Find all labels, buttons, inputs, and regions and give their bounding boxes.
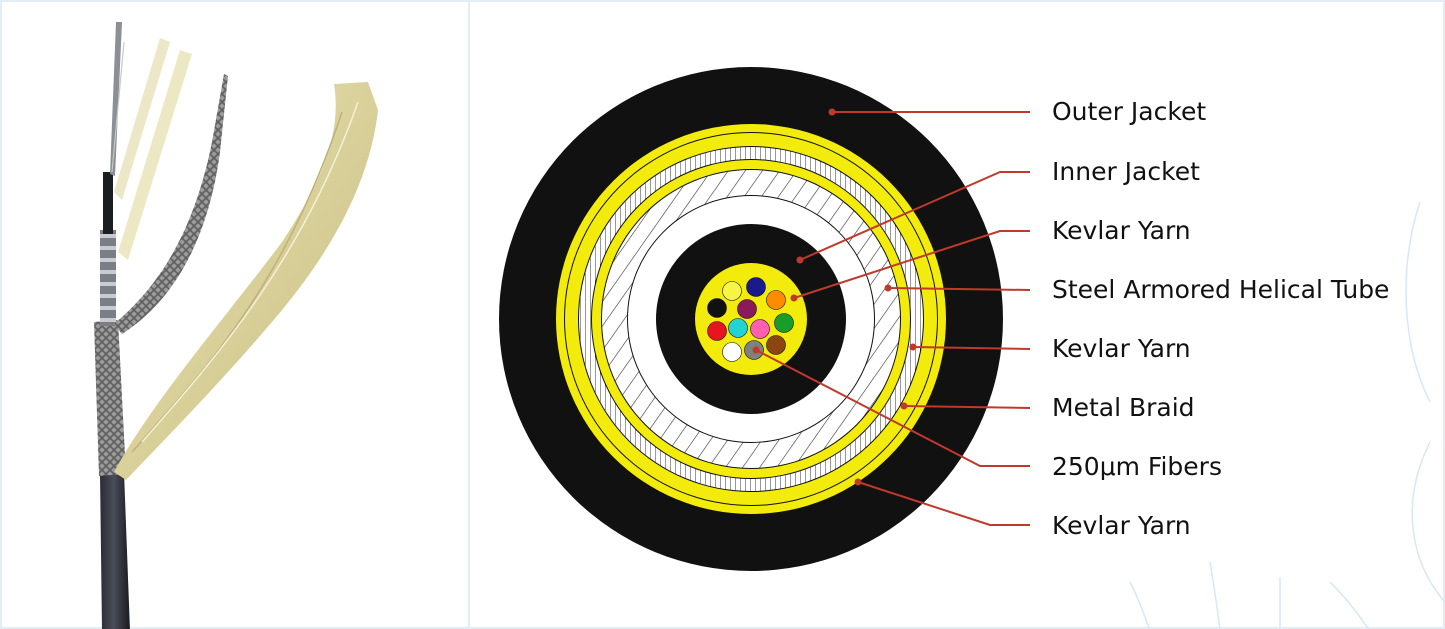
fiber xyxy=(767,336,786,355)
fiber xyxy=(738,300,757,319)
cross-section-panel: Outer Jacket Inner Jacket Kevlar Yarn St… xyxy=(470,0,1445,629)
cross-section-diagram: Outer Jacket Inner Jacket Kevlar Yarn St… xyxy=(470,2,1445,629)
photo-outer-jacket xyxy=(100,472,130,629)
photo-fibers xyxy=(110,22,122,176)
leader-dot xyxy=(910,344,917,351)
fiber xyxy=(708,322,727,341)
label-kevlar-yarn-2: Kevlar Yarn xyxy=(1052,334,1191,363)
label-kevlar-yarn-1: Kevlar Yarn xyxy=(1052,216,1191,245)
fiber xyxy=(767,291,786,310)
label-inner-jacket: Inner Jacket xyxy=(1052,157,1200,186)
leader-dot xyxy=(797,257,804,264)
fiber xyxy=(708,299,727,318)
photo-inner-jacket xyxy=(103,172,113,234)
fiber xyxy=(775,314,794,333)
fiber xyxy=(723,343,742,362)
label-metal-braid: Metal Braid xyxy=(1052,393,1195,422)
label-steel-armored-helical-tube: Steel Armored Helical Tube xyxy=(1052,275,1389,304)
label-250um-fibers: 250μm Fibers xyxy=(1052,452,1222,481)
cable-cross-section xyxy=(499,67,1003,571)
photo-steel-tube xyxy=(100,230,116,326)
leader-dot xyxy=(829,109,836,116)
label-kevlar-yarn-3: Kevlar Yarn xyxy=(1052,511,1191,540)
leader-dot xyxy=(885,285,892,292)
leader-dot xyxy=(791,295,798,302)
cable-photo-drawing xyxy=(2,2,472,629)
label-outer-jacket: Outer Jacket xyxy=(1052,97,1206,126)
fiber xyxy=(729,319,748,338)
fiber xyxy=(723,282,742,301)
leader-dot xyxy=(753,347,760,354)
fiber xyxy=(751,320,770,339)
cable-photo xyxy=(0,0,470,629)
leader-dot xyxy=(855,479,862,486)
fiber xyxy=(747,278,766,297)
photo-metal-braid xyxy=(94,320,126,476)
leader-dot xyxy=(901,403,908,410)
